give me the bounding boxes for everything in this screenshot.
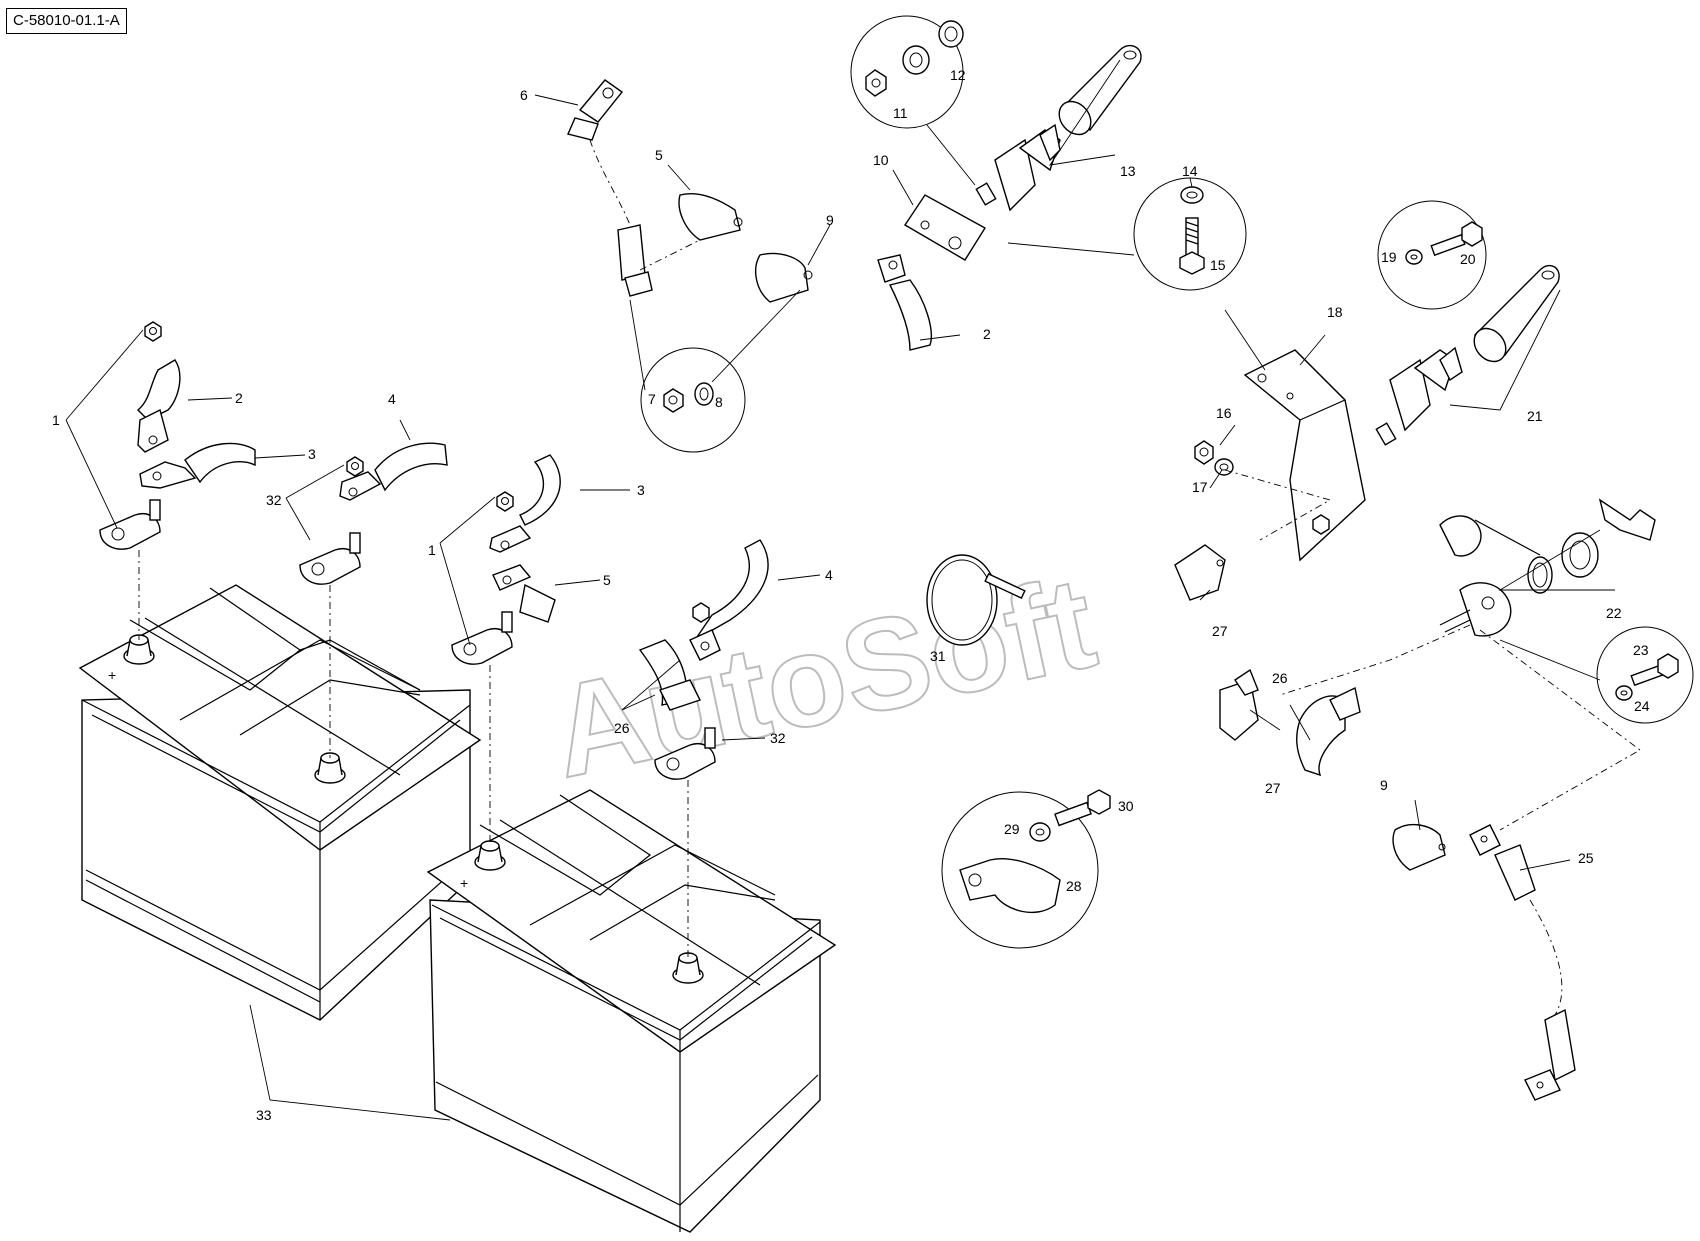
left-terminal-hardware <box>99 321 448 585</box>
part-label: 21 <box>1527 408 1543 424</box>
diagram-code: C-58010-01.1-A <box>6 8 127 34</box>
part-label: 32 <box>770 730 786 746</box>
part-label: 4 <box>825 567 833 583</box>
part-label: 10 <box>873 152 889 168</box>
part-label: 16 <box>1216 405 1232 421</box>
part-label: 18 <box>1327 304 1343 320</box>
part-labels: 1 2 3 4 32 1 3 5 4 26 32 33 6 5 9 7 8 10… <box>52 67 1650 1123</box>
isolator-assembly <box>850 15 1694 1101</box>
svg-text:+: + <box>108 667 116 683</box>
part-label: 2 <box>235 390 243 406</box>
part-label: 27 <box>1265 780 1281 796</box>
part-label: 25 <box>1578 850 1594 866</box>
part-label: 33 <box>256 1107 272 1123</box>
part-label: 5 <box>655 147 663 163</box>
part-label: 2 <box>983 326 991 342</box>
part-label: 22 <box>1606 605 1622 621</box>
top-center-cables <box>567 79 813 453</box>
part-label: 3 <box>637 482 645 498</box>
part-label: 26 <box>614 720 630 736</box>
battery-left: + <box>78 584 482 1021</box>
part-label: 9 <box>826 212 834 228</box>
watermark: AutoSoft <box>539 548 1106 805</box>
part-label: 17 <box>1192 479 1208 495</box>
part-label: 14 <box>1182 163 1198 179</box>
part-label: 23 <box>1633 642 1649 658</box>
part-label: 5 <box>603 572 611 588</box>
leader-lines <box>65 59 1641 1121</box>
part-label: 11 <box>893 105 908 121</box>
part-label: 3 <box>308 446 316 462</box>
part-label: 12 <box>950 67 966 83</box>
part-label: 6 <box>520 87 528 103</box>
battery-right: + <box>426 789 837 1233</box>
center-terminal-hardware <box>451 454 769 780</box>
part-label: 8 <box>715 394 723 410</box>
part-label: 31 <box>930 648 946 664</box>
part-label: 19 <box>1381 249 1397 265</box>
part-label: 29 <box>1004 821 1020 837</box>
part-label: 1 <box>52 412 60 428</box>
part-label: 1 <box>428 542 436 558</box>
part-label: 20 <box>1460 251 1476 267</box>
part-label: 26 <box>1272 670 1288 686</box>
part-label: 9 <box>1380 777 1388 793</box>
part-label: 24 <box>1634 698 1650 714</box>
part-label: 28 <box>1066 878 1082 894</box>
part-label: 4 <box>388 391 396 407</box>
svg-text:+: + <box>460 875 468 891</box>
part-label: 13 <box>1120 163 1136 179</box>
part-label: 15 <box>1210 257 1226 273</box>
part-label: 7 <box>648 391 656 407</box>
part-label: 30 <box>1118 798 1134 814</box>
part-label: 32 <box>266 492 282 508</box>
part-label: 27 <box>1212 623 1228 639</box>
